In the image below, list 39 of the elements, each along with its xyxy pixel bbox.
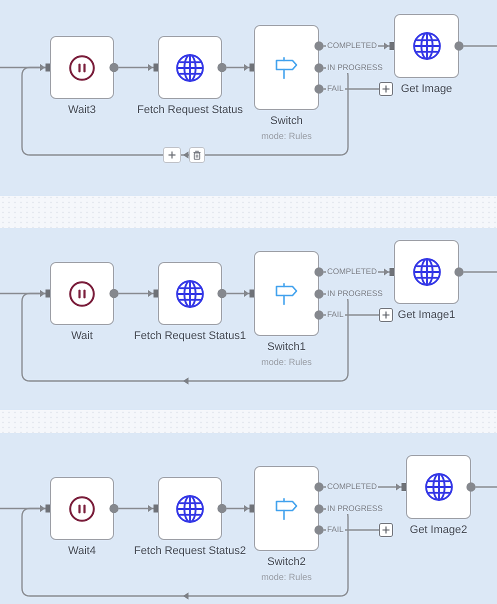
edge-label: FAIL [326, 84, 345, 94]
node-label: Fetch Request Status1 [134, 330, 246, 343]
node-label: Switch [270, 115, 303, 128]
node-label: Wait3 [68, 104, 96, 117]
node-label: Get Image1 [398, 309, 456, 322]
add-node-button [379, 82, 393, 96]
node-subtitle: mode: Rules [261, 357, 312, 368]
connector-arrow [21, 290, 349, 382]
connector-arrow [21, 64, 349, 156]
edge-label: FAIL [326, 310, 345, 320]
connector-arrow [21, 504, 349, 597]
connector-arrow [226, 64, 254, 72]
edge-label: FAIL [326, 525, 345, 535]
edge-label: IN PROGRESS [326, 63, 384, 73]
node-label: Fetch Request Status2 [134, 545, 246, 558]
add-node-button [379, 308, 393, 322]
node-label: Fetch Request Status [137, 104, 243, 117]
add-node-button [379, 523, 393, 537]
connector-arrow [118, 64, 158, 72]
connector-arrow [226, 504, 254, 512]
node-label: Get Image [400, 83, 452, 96]
connector-line [464, 45, 497, 47]
node-subtitle: mode: Rules [261, 572, 312, 583]
node-label: Wait4 [68, 545, 96, 558]
node-label: Switch1 [267, 341, 306, 354]
node-label: Wait [71, 330, 93, 343]
connector-arrow [118, 504, 158, 512]
node-label: Get Image2 [410, 524, 468, 537]
edge-label: IN PROGRESS [326, 504, 384, 514]
edge-label: COMPLETED [326, 267, 378, 277]
connector-arrow [226, 290, 254, 298]
node-subtitle: mode: Rules [261, 131, 312, 142]
edge-label: IN PROGRESS [326, 289, 384, 299]
connector-line [464, 271, 497, 273]
edge-label: COMPLETED [326, 482, 378, 492]
connector-arrow [118, 290, 158, 298]
connector-line [476, 486, 497, 488]
edge-label: COMPLETED [326, 41, 378, 51]
node-label: Switch2 [267, 556, 306, 569]
